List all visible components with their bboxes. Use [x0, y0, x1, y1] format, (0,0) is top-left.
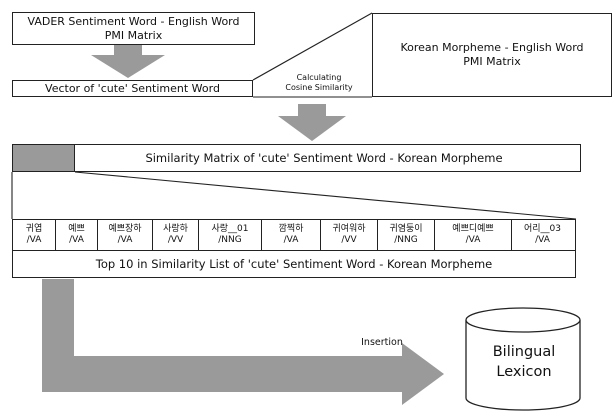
cosine-line1: Calculating — [296, 73, 342, 82]
morpheme-tag: /VA — [535, 235, 550, 245]
cosine-line2: Cosine Similarity — [285, 83, 353, 92]
morpheme-cell: 사랑하/VV — [153, 220, 199, 250]
vader-pmi-line1: VADER Sentiment Word - English Word — [27, 14, 240, 28]
morpheme-tag: /VA — [465, 235, 481, 245]
cosine-similarity-label: Calculating Cosine Similarity — [270, 73, 368, 93]
vader-pmi-box: VADER Sentiment Word - English Word PMI … — [12, 12, 255, 45]
similarity-matrix-label: Similarity Matrix of 'cute' Sentiment Wo… — [145, 150, 503, 165]
morpheme-cell: 예쁘/VA — [56, 220, 98, 250]
morpheme-tag: /VA — [117, 235, 133, 245]
korean-pmi-line1: Korean Morpheme - English Word — [400, 41, 584, 54]
morpheme-word: 귀엽 — [25, 224, 43, 234]
lexicon-line1: Bilingual — [492, 344, 556, 360]
top10-list-label: Top 10 in Similarity List of 'cute' Sent… — [95, 256, 493, 271]
vader-pmi-line2: PMI Matrix — [104, 28, 163, 42]
morpheme-tag: /VA — [69, 235, 84, 245]
morpheme-word: 예쁘 — [68, 224, 85, 234]
korean-pmi-line2: PMI Matrix — [463, 55, 521, 68]
similarity-matrix-box: Similarity Matrix of 'cute' Sentiment Wo… — [12, 144, 581, 172]
down-arrow-1 — [91, 44, 165, 78]
morpheme-word: 예쁘장하 — [108, 224, 142, 234]
morpheme-cell: 귀여워하/VV — [321, 220, 378, 250]
bilingual-lexicon-cylinder — [465, 307, 581, 411]
morpheme-cell: 사랑__01/NNG — [199, 220, 262, 250]
highlighted-cute-cell — [12, 144, 75, 172]
morpheme-tag: /NNG — [394, 235, 418, 245]
morpheme-tag: /NNG — [218, 235, 242, 245]
morpheme-cell: 깜찍하/VA — [262, 220, 321, 250]
fan-line-right — [74, 171, 577, 220]
insertion-label: Insertion — [361, 337, 403, 348]
korean-pmi-box: Korean Morpheme - English Word PMI Matri… — [372, 13, 612, 97]
connector-line-top — [252, 12, 373, 81]
insertion-arrow — [42, 279, 444, 405]
down-arrow-2 — [278, 104, 346, 141]
morpheme-cell: 귀염둥이/NNG — [378, 220, 435, 250]
morpheme-word: 어리__03 — [523, 224, 561, 234]
morpheme-cell: 예쁘장하/VA — [98, 220, 153, 250]
morpheme-tag: /VA — [26, 235, 42, 245]
cute-vector-label: Vector of 'cute' Sentiment Word — [45, 81, 220, 95]
morpheme-cell: 예쁘디예쁘/VA — [435, 220, 512, 250]
morpheme-cell: 귀엽/VA — [13, 220, 56, 250]
morpheme-word: 사랑__01 — [211, 224, 249, 234]
morpheme-word: 예쁘디예쁘 — [452, 224, 494, 234]
morpheme-word: 사랑하 — [163, 224, 188, 234]
morpheme-cell: 어리__03/VA — [512, 220, 573, 250]
cute-vector-box: Vector of 'cute' Sentiment Word — [12, 80, 253, 97]
bilingual-lexicon-label: Bilingual Lexicon — [468, 342, 580, 382]
morpheme-word: 귀염둥이 — [389, 224, 423, 234]
morpheme-tag: /VA — [283, 235, 299, 245]
top10-list-box: Top 10 in Similarity List of 'cute' Sent… — [12, 251, 576, 278]
morpheme-word: 귀여워하 — [332, 224, 366, 234]
morpheme-tag: /VV — [167, 235, 184, 245]
morpheme-word: 깜찍하 — [278, 224, 304, 234]
lexicon-line2: Lexicon — [496, 364, 552, 380]
morpheme-tag: /VV — [341, 235, 357, 245]
